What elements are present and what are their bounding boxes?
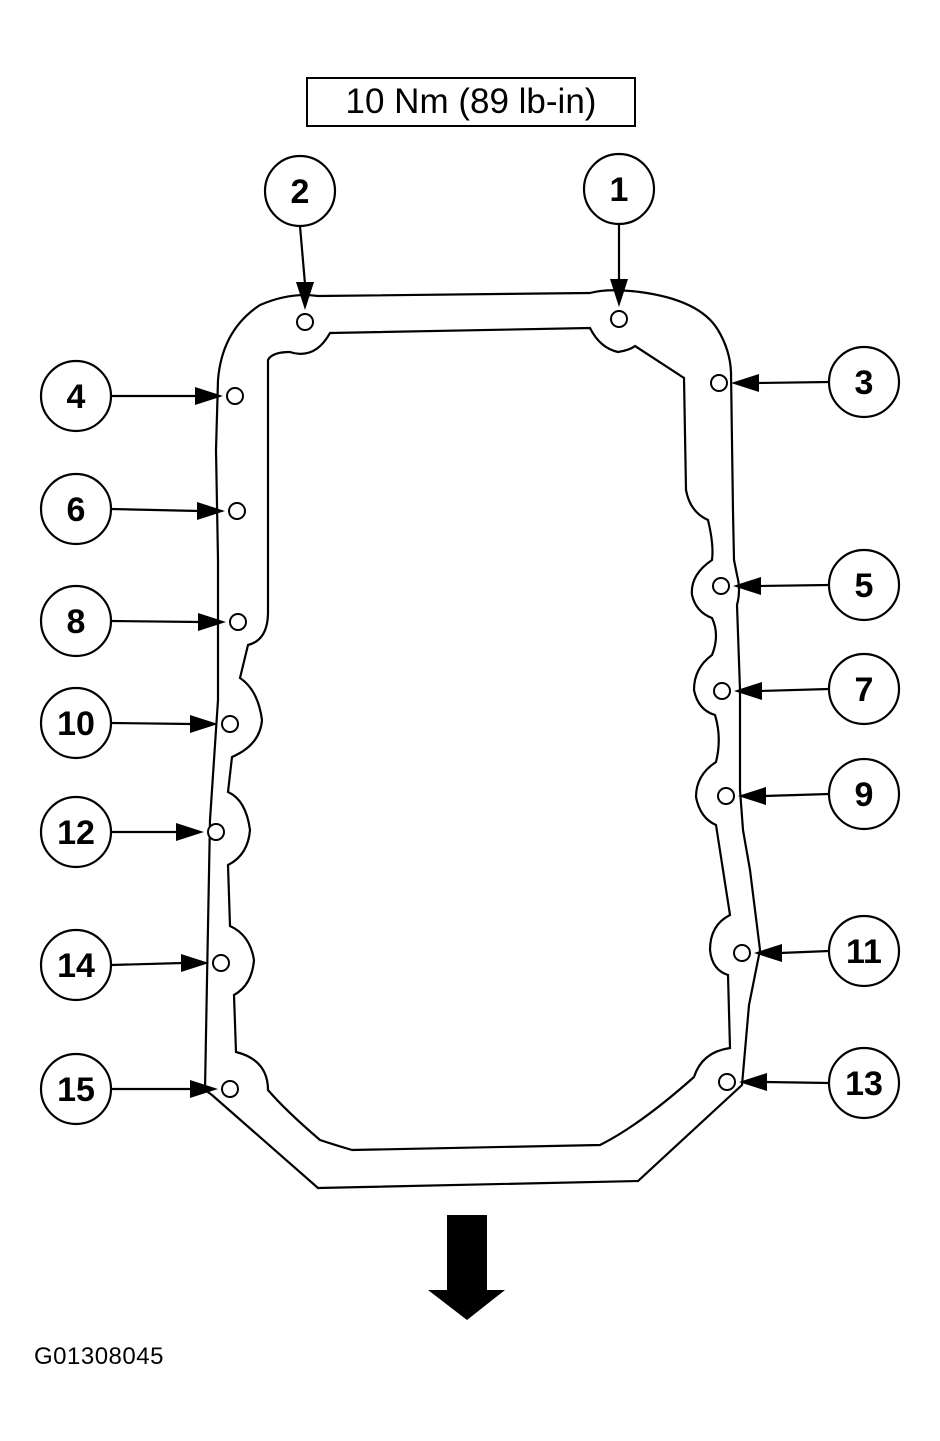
bolt-hole-13 bbox=[718, 1073, 736, 1091]
leader-arrow-11 bbox=[754, 944, 830, 962]
callout-number-7: 7 bbox=[855, 671, 874, 709]
bolt-hole-10 bbox=[221, 715, 239, 733]
callout-number-12: 12 bbox=[57, 814, 95, 852]
leader-arrow-15 bbox=[111, 1080, 218, 1098]
callout-11: 11 bbox=[827, 914, 901, 988]
bolt-hole-6 bbox=[228, 502, 246, 520]
callout-10: 10 bbox=[39, 686, 113, 760]
bolt-hole-2 bbox=[296, 313, 314, 331]
callout-number-15: 15 bbox=[57, 1071, 95, 1109]
callout-14: 14 bbox=[39, 928, 113, 1002]
callout-circle-10 bbox=[39, 686, 113, 760]
callout-number-13: 13 bbox=[845, 1065, 883, 1103]
callout-circle-7 bbox=[827, 652, 901, 726]
callout-number-8: 8 bbox=[67, 603, 86, 641]
arrow-down-icon bbox=[428, 1215, 505, 1320]
callout-circle-4 bbox=[39, 359, 113, 433]
leader-arrow-1 bbox=[610, 224, 628, 307]
callout-15: 15 bbox=[39, 1052, 113, 1126]
leader-arrow-2 bbox=[296, 225, 314, 310]
leader-arrow-13 bbox=[739, 1073, 830, 1091]
bolt-hole-8 bbox=[229, 613, 247, 631]
leader-arrow-12 bbox=[111, 823, 204, 841]
figure-id: G01308045 bbox=[34, 1343, 164, 1370]
bolt-hole-9 bbox=[717, 787, 735, 805]
callout-circle-15 bbox=[39, 1052, 113, 1126]
callout-number-14: 14 bbox=[57, 947, 95, 985]
bolt-hole-5 bbox=[712, 577, 730, 595]
leader-arrow-7 bbox=[734, 682, 830, 700]
callout-number-11: 11 bbox=[846, 933, 882, 971]
callout-number-1: 1 bbox=[610, 171, 629, 209]
callout-3: 3 bbox=[827, 345, 901, 419]
leader-arrow-4 bbox=[111, 387, 223, 405]
callout-number-6: 6 bbox=[67, 491, 86, 529]
callout-circle-11 bbox=[827, 914, 901, 988]
callout-circle-5 bbox=[827, 548, 901, 622]
callout-circle-1 bbox=[582, 152, 656, 226]
gasket-outer-edge bbox=[203, 289, 762, 1190]
bolt-hole-3 bbox=[710, 374, 728, 392]
callout-number-2: 2 bbox=[291, 173, 310, 211]
leader-arrow-10 bbox=[110, 715, 218, 733]
gasket-inner-edge bbox=[226, 326, 732, 1152]
bolt-hole-12 bbox=[207, 823, 225, 841]
callout-number-9: 9 bbox=[855, 776, 874, 814]
callout-5: 5 bbox=[827, 548, 901, 622]
callout-circle-8 bbox=[39, 584, 113, 658]
leader-arrow-6 bbox=[110, 502, 225, 520]
callout-circle-13 bbox=[827, 1046, 901, 1120]
leader-arrow-5 bbox=[733, 577, 830, 595]
callout-number-10: 10 bbox=[57, 705, 95, 743]
callout-7: 7 bbox=[827, 652, 901, 726]
callout-12: 12 bbox=[39, 795, 113, 869]
bolt-hole-15 bbox=[221, 1080, 239, 1098]
callout-number-3: 3 bbox=[855, 364, 874, 402]
callout-number-4: 4 bbox=[67, 378, 86, 416]
callout-circle-9 bbox=[827, 757, 901, 831]
callout-circle-14 bbox=[39, 928, 113, 1002]
callout-circle-6 bbox=[39, 472, 113, 546]
leader-arrow-3 bbox=[731, 374, 830, 392]
callout-13: 13 bbox=[827, 1046, 901, 1120]
bolt-hole-11 bbox=[733, 944, 751, 962]
callout-circle-2 bbox=[263, 154, 337, 228]
leader-arrow-9 bbox=[738, 787, 830, 805]
callout-6: 6 bbox=[39, 472, 113, 546]
callout-circle-3 bbox=[827, 345, 901, 419]
torque-spec-label: 10 Nm (89 lb-in) bbox=[306, 77, 636, 127]
bolt-hole-4 bbox=[226, 387, 244, 405]
bolt-hole-14 bbox=[212, 954, 230, 972]
callout-9: 9 bbox=[827, 757, 901, 831]
callout-8: 8 bbox=[39, 584, 113, 658]
leader-arrow-8 bbox=[110, 613, 226, 631]
bolt-hole-1 bbox=[610, 310, 628, 328]
callout-number-5: 5 bbox=[855, 567, 874, 605]
callout-1: 1 bbox=[582, 152, 656, 226]
callout-2: 2 bbox=[263, 154, 337, 228]
callout-circle-12 bbox=[39, 795, 113, 869]
leader-arrow-14 bbox=[110, 954, 209, 972]
bolt-hole-7 bbox=[713, 682, 731, 700]
callout-4: 4 bbox=[39, 359, 113, 433]
